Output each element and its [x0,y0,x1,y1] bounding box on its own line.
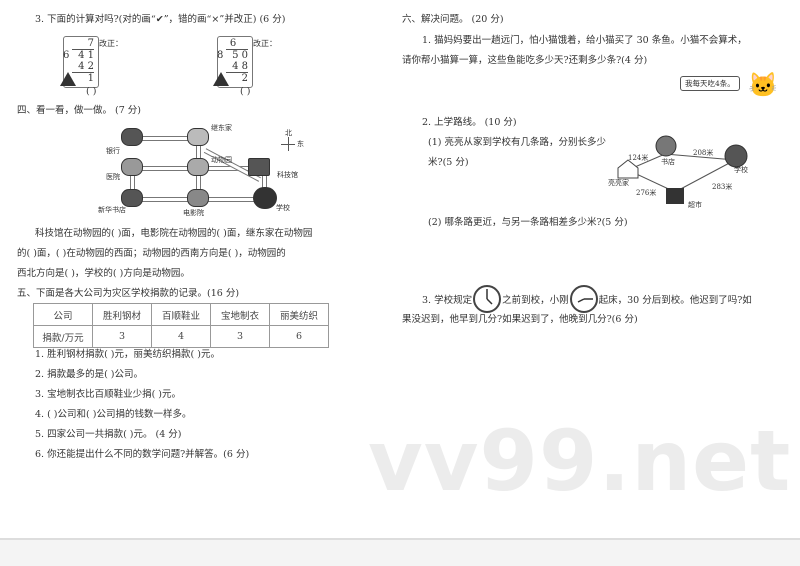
q2-1-line: 米?(5 分) [428,157,469,168]
remainder: 2 [241,73,248,84]
q1-line: 1. 猫妈妈要出一趟远门，怕小猫饿着，给小猫买了 30 条鱼。小猫不会算术， [422,35,747,46]
table-cell: 丽美纺织 [269,303,329,326]
table-cell: 公司 [33,303,93,326]
calc-box-2 [217,36,253,88]
remainder: 1 [87,73,94,84]
route-label-market: 超市 [688,201,702,209]
pen-icon [60,72,76,86]
divisor: 6 [63,50,70,61]
map-label-jidong-home: 继东家 [211,124,232,132]
map-label-bank: 银行 [106,147,120,155]
section-4-line: 的( )面，( )在动物园的西面；动物园的西南方向是( )，动物园的 [17,248,286,259]
clock-icon [473,285,502,313]
table-cell: 捐款/万元 [33,325,93,348]
compass-east: 东 [297,140,304,148]
bookstore-icon [655,135,677,157]
section-5-title: 五、下面是各大公司为灾区学校捐款的记录。(16 分) [17,288,240,299]
calc-box-1 [63,36,99,88]
q3-line-2: 果没迟到，他早到几分?如果迟到了，他晚到几分?(6 分) [402,314,638,325]
calc-1: 7 6 4 1 4 2 1 [63,38,94,84]
divisor: 8 [217,50,224,61]
section-4-line: 西北方向是( )，学校的( )方向是动物园。 [17,268,190,279]
table-cell: 4 [151,325,211,348]
route-diagram [617,135,748,204]
table-cell: 宝地制衣 [210,303,270,326]
q2-title: 2. 上学路线。 (10 分) [422,117,517,128]
section-4-line: 科技馆在动物园的( )面，电影院在动物园的( )面，继东家在动物园 [35,228,313,239]
table-header-row: 公司 胜利钢材 百顺鞋业 宝地制衣 丽美纺织 [33,303,329,326]
table-cell: 6 [269,325,329,348]
map-label-science-museum: 科技馆 [277,171,298,179]
section-6-title: 六、解决问题。 (20 分) [402,14,504,25]
distance-label: 283米 [712,183,733,191]
map-label-cinema: 电影院 [183,209,204,217]
distance-label: 124米 [628,154,649,162]
market-icon [666,188,684,204]
q2-1-line: (1) 亮亮从家到学校有几条路，分别长多少 [428,137,606,148]
question-item: 1. 胜利钢材捐款( )元，丽美纺织捐款( )元。 [35,349,220,360]
dividend: 4 1 [78,50,94,61]
house-icon [617,159,639,179]
answer-paren-1: ( ) [86,86,97,97]
question-item: 6. 你还能提出什么不同的数学问题?并解答。(6 分) [35,449,250,460]
distance-label: 276米 [636,189,657,197]
table-cell: 百顺鞋业 [151,303,211,326]
distance-label: 208米 [693,149,714,157]
school-icon [724,144,748,168]
correct-label: 改正： [253,39,277,48]
product: 4 8 [226,61,248,73]
answer-paren-2: ( ) [240,86,251,97]
map-label-hospital: 医院 [106,173,120,181]
route-line [674,159,736,193]
q3-title: 3. 下面的计算对吗?(对的画“✔”，错的画“×”并改正) (6 分) [35,14,286,25]
route-label-bookstore: 书店 [661,158,675,166]
watermark: vv99.net [368,412,792,510]
quotient: 7 [87,38,94,49]
question-item: 3. 宝地制衣比百顺鞋业少捐( )元。 [35,389,182,400]
table-cell: 3 [92,325,152,348]
question-item: 5. 四家公司一共捐款( )元。 (4 分) [35,429,182,440]
q1-line: 请你帮小猫算一算，这些鱼能吃多少天?还剩多少条?(4 分) [402,55,648,66]
calc-2: 6 8 5 0 4 8 2 [217,38,248,84]
q3-line: 3. 学校规定 之前到校，小刚 起床，30 分后到校。他迟到了吗?如 [422,284,752,314]
route-label-school: 学校 [734,166,748,174]
speech-bubble: 我每天吃4条。 [680,76,740,91]
route-line [664,153,736,161]
q3-text: 起床，30 分后到校。他迟到了吗?如 [598,295,752,306]
map-label-zoo: 动物园 [211,156,232,164]
dividend: 5 0 [232,50,248,61]
product: 4 2 [72,61,94,73]
question-item: 2. 捐款最多的是( )公司。 [35,369,144,380]
pen-icon [213,72,229,86]
map-label-bookstore: 新华书店 [98,206,126,214]
table-row: 捐款/万元 3 4 3 6 [33,325,329,348]
question-item: 4. ( )公司和( )公司捐的钱数一样多。 [35,409,192,420]
donation-table: 公司 胜利钢材 百顺鞋业 宝地制衣 丽美纺织 捐款/万元 3 4 3 6 [33,303,329,348]
q3-text: 之前到校，小刚 [502,295,569,306]
compass-north: 北 [285,129,292,137]
table-cell: 胜利钢材 [92,303,152,326]
section-4-title: 四、看一看，做一做。 (7 分) [17,105,141,116]
cat-icon: 🐱 [748,71,778,99]
clock-icon [569,285,598,313]
q3-text: 3. 学校规定 [422,295,473,306]
route-label-home: 亮亮家 [608,179,629,187]
correct-label: 改正： [99,39,123,48]
map-label-school: 学校 [276,204,290,212]
q2-2-line: (2) 哪条路更近，与另一条路相差多少米?(5 分) [428,217,628,228]
table-cell: 3 [210,325,270,348]
quotient: 6 [229,38,237,49]
page-bottom-bar [0,538,800,566]
